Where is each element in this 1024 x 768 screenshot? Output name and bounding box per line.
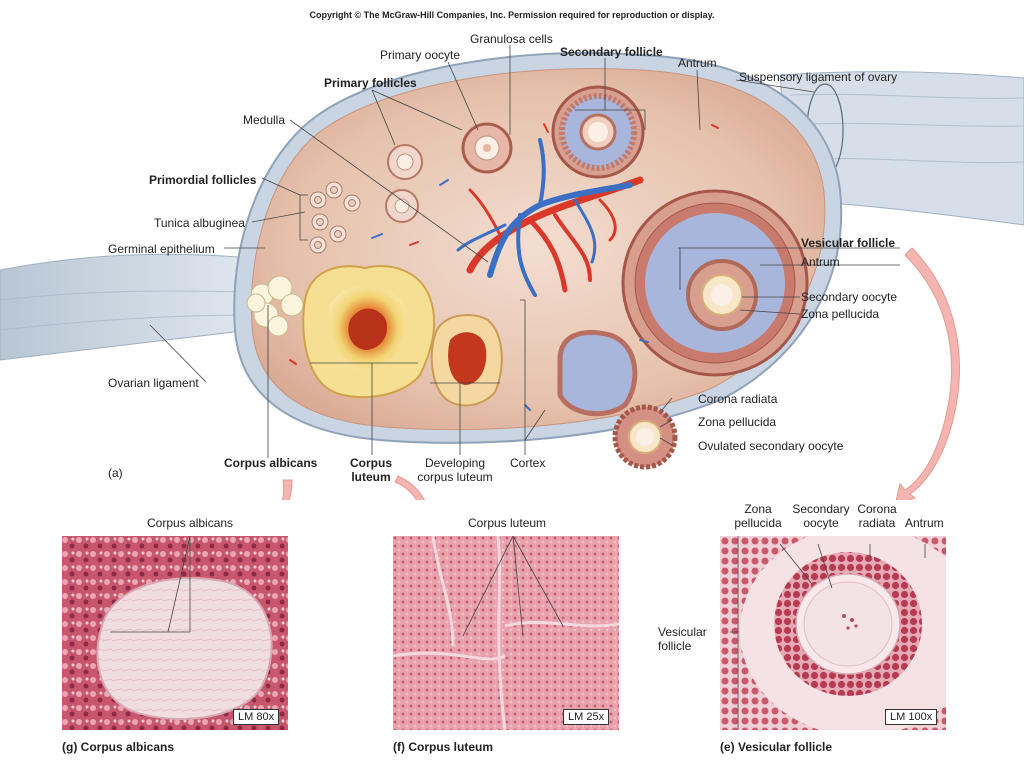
label-corona-radiata: Corona radiata [698,392,777,406]
micrograph-f-label: Corpus luteum [468,516,546,530]
label-corpus-albicans: Corpus albicans [224,456,317,470]
magnification-f: LM 25x [563,709,609,725]
label-cortex: Cortex [510,456,545,470]
corpus-luteum-structure [303,266,434,397]
caption-g: (g) Corpus albicans [62,740,174,754]
label-secondary-follicle: Secondary follicle [560,45,663,59]
label-zona-pellucida-right: Zona pellucida [801,307,879,321]
label-ovarian-ligament: Ovarian ligament [108,376,199,390]
label-secondary-oocyte: Secondary oocyte [801,290,897,304]
micrograph-e-label-antrum: Antrum [905,516,944,530]
micrograph-e-label-vesicular: Vesicular follicle [658,625,707,653]
micrograph-e-vesicular-line2: follicle [658,639,691,653]
label-suspensory-ligament: Suspensory ligament of ovary [739,70,897,84]
micrograph-e-label-secondary: Secondary oocyte [788,502,854,530]
label-corpus-luteum: Corpus luteum [346,456,396,484]
micrograph-e-corona-line1: Corona [857,502,896,516]
micrograph-g-label: Corpus albicans [147,516,233,530]
label-developing-line1: Developing [425,456,485,470]
label-medulla: Medulla [243,113,285,127]
micrograph-e-zona-line2: pellucida [734,516,781,530]
label-granulosa-cells: Granulosa cells [470,32,553,46]
micrograph-e-corona-line2: radiata [859,516,896,530]
micrograph-e-secondary-line1: Secondary [792,502,849,516]
label-tunica-albuginea: Tunica albuginea [154,216,245,230]
label-primary-follicles: Primary follicles [324,76,417,90]
label-developing-line2: corpus luteum [417,470,492,484]
label-vesicular-follicle: Vesicular follicle [801,236,895,250]
label-antrum-right: Antrum [801,255,840,269]
label-developing-corpus-luteum: Developing corpus luteum [410,456,500,484]
rupturing-follicle [560,333,635,414]
magnification-g: LM 80x [233,709,279,725]
label-corpus-luteum-line1: Corpus [350,456,392,470]
label-primary-oocyte: Primary oocyte [380,48,460,62]
developing-corpus-luteum [432,315,502,406]
caption-e: (e) Vesicular follicle [720,740,832,754]
panel-a-letter: (a) [108,466,123,480]
micrograph-e-label-zona: Zona pellucida [728,502,788,530]
label-antrum-top: Antrum [678,56,717,70]
vesicular-follicle [623,191,807,375]
label-zona-pellucida-ovulated: Zona pellucida [698,415,776,429]
micrograph-vesicular-follicle [720,536,946,730]
ovulated-oocyte [615,407,675,467]
label-primordial-follicles: Primordial follicles [149,173,256,187]
label-corpus-luteum-line2: luteum [351,470,390,484]
micrograph-corpus-albicans [62,536,288,730]
micrograph-e-secondary-line2: oocyte [803,516,838,530]
label-germinal-epithelium: Germinal epithelium [108,242,215,256]
secondary-follicle [553,87,643,177]
magnification-e: LM 100x [885,709,937,725]
caption-f: (f) Corpus luteum [393,740,493,754]
ovarian-ligament [0,254,250,360]
micrograph-e-label-corona: Corona radiata [852,502,902,530]
micrograph-e-vesicular-line1: Vesicular [658,625,707,639]
micrograph-corpus-luteum [393,536,619,730]
label-ovulated-secondary-oocyte: Ovulated secondary oocyte [698,439,843,453]
micrograph-e-zona-line1: Zona [744,502,771,516]
